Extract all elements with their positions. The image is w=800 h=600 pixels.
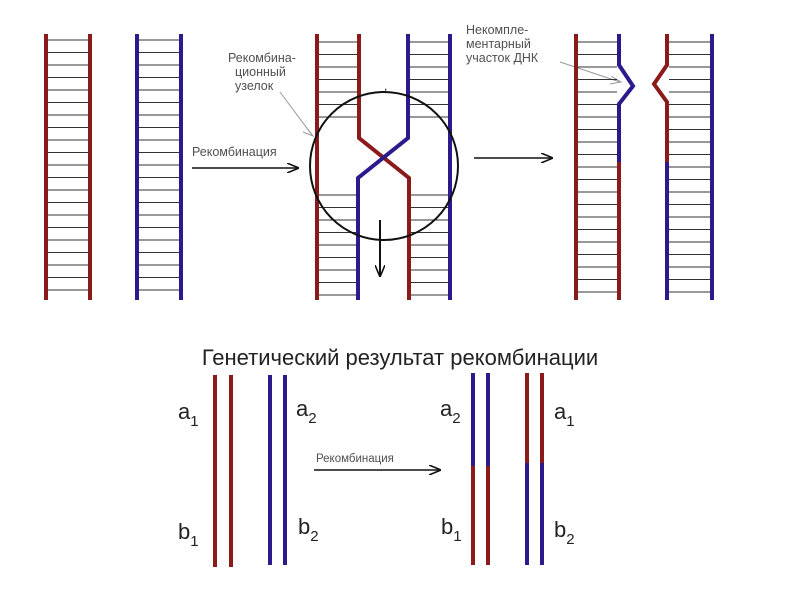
ladder-blue-rungs (139, 40, 179, 290)
label-a1-right: a1 (554, 399, 575, 430)
noncomp-line-1: Некомпле- (466, 23, 528, 37)
label-b2-left: b2 (298, 514, 319, 545)
label-a2-left: a2 (296, 396, 317, 427)
ladder-blue-original (137, 34, 181, 300)
bottom-recombination-label: Рекомбинация (316, 453, 394, 465)
node-label-line-2: ционный (235, 65, 286, 79)
noncomp-line-2: ментарный (466, 37, 531, 51)
label-a1-left: a1 (178, 399, 199, 430)
ladder-red-original (46, 34, 90, 300)
node-label-line-1: Рекомбина- (228, 51, 296, 65)
noncomp-line-3: участок ДНК (466, 51, 539, 65)
recombination-node-circle (310, 92, 458, 240)
tick-mark: , (384, 79, 387, 93)
holliday-red-crossing-strand (359, 34, 409, 300)
result-ladder-left (576, 34, 633, 300)
holliday-structure: , (310, 34, 458, 300)
holliday-left-rungs-top (319, 42, 357, 117)
result-right-rungs (669, 42, 710, 292)
bottom-title: Генетический результат рекомбинации (202, 345, 598, 370)
holliday-blue-crossing-strand (358, 34, 408, 300)
ladder-red-rungs (48, 40, 88, 290)
bottom-left-blue-pair (270, 375, 285, 565)
result-left-rungs (578, 42, 617, 292)
bottom-right-pair-1 (473, 373, 488, 565)
result-left-inner-blue (619, 34, 633, 162)
noncomplementary-label: Некомпле- ментарный участок ДНК (466, 23, 621, 84)
label-a2-right: a2 (440, 396, 461, 427)
label-b1-left: b1 (178, 519, 199, 550)
top-recombination-label: Рекомбинация (192, 145, 277, 159)
node-label-line-3: узелок (235, 79, 274, 93)
recombination-node-label: Рекомбина- ционный узелок (228, 51, 313, 136)
bottom-left-red-pair (215, 375, 231, 567)
holliday-right-rungs-top (410, 42, 448, 117)
result-right-inner-red (654, 34, 667, 162)
label-b2-right: b2 (554, 517, 575, 548)
label-b1-right: b1 (441, 514, 462, 545)
bottom-right-pair-2 (527, 373, 542, 565)
result-ladder-right (654, 34, 712, 300)
